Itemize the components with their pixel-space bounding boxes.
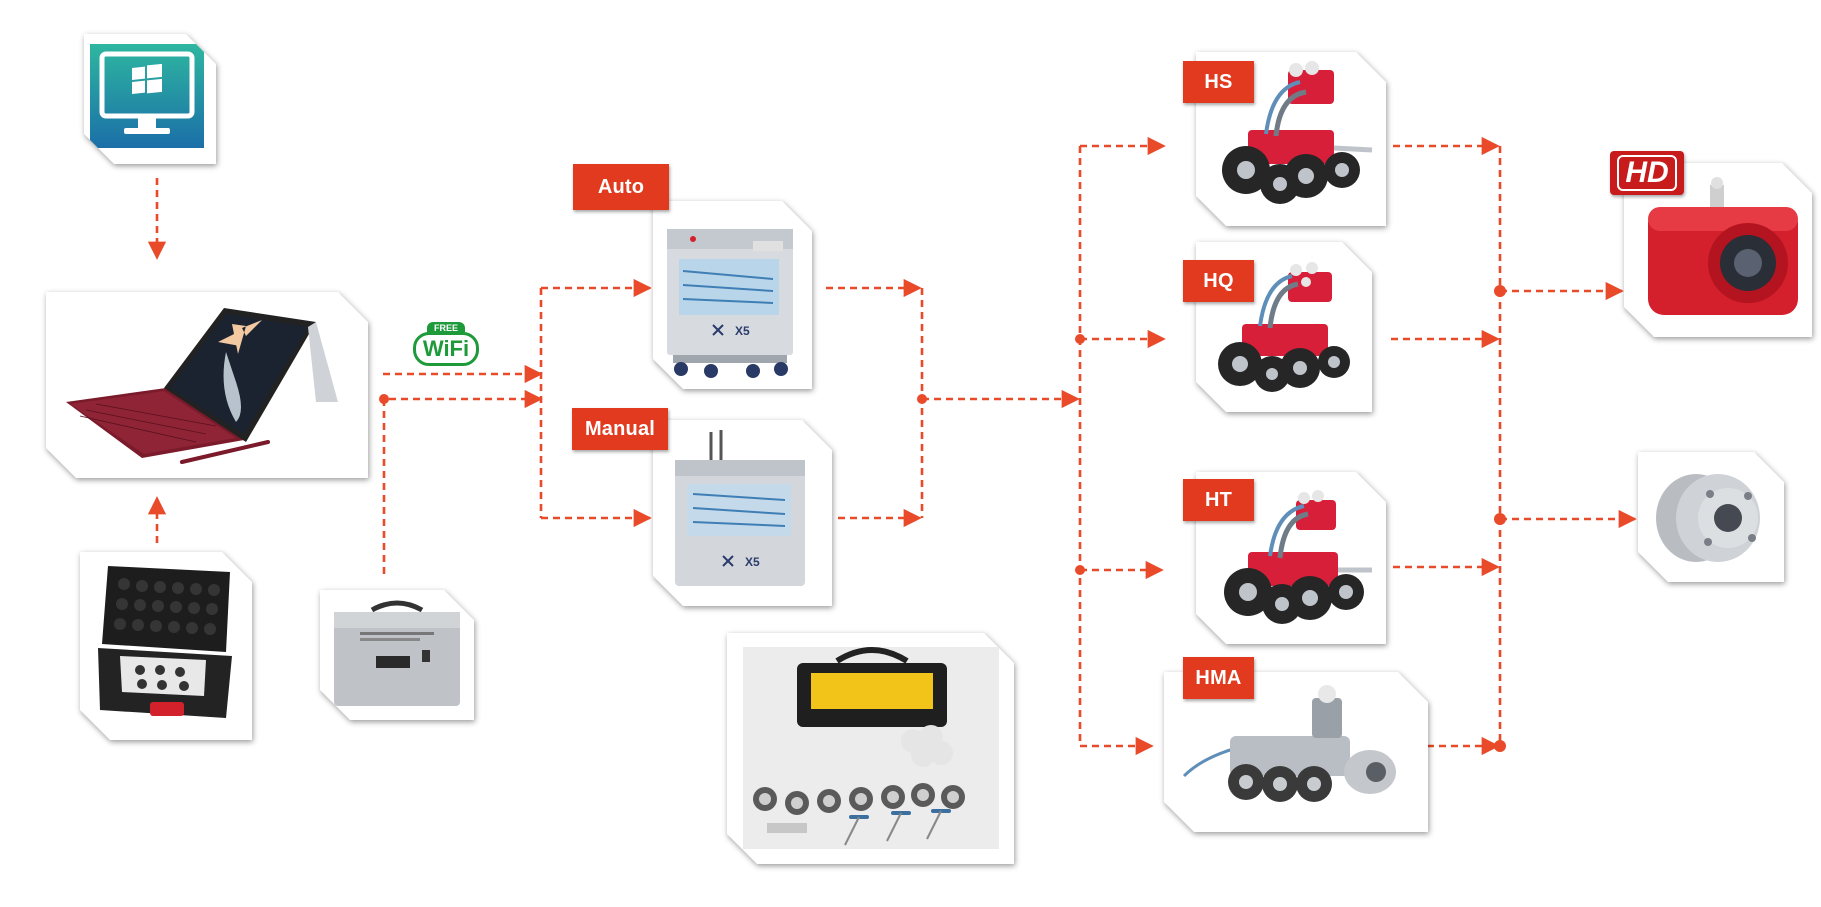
hd-camera-card bbox=[1624, 163, 1812, 337]
wifi-logo: FREE WiFi bbox=[413, 322, 479, 366]
monitor-windows-icon bbox=[84, 34, 216, 164]
battery-card bbox=[320, 590, 474, 720]
tablet-pc-icon bbox=[46, 292, 368, 478]
hs-tag: HS bbox=[1183, 61, 1254, 103]
auto-tag: Auto bbox=[573, 164, 669, 210]
hs-crawler-card bbox=[1196, 52, 1386, 226]
auto-reel-card: X5 bbox=[653, 201, 812, 389]
tablet-card bbox=[46, 292, 368, 478]
svg-text:X5: X5 bbox=[745, 555, 760, 569]
tool-kit-card bbox=[727, 633, 1014, 864]
ht-tag: HT bbox=[1183, 479, 1254, 521]
svg-text:X5: X5 bbox=[735, 324, 750, 338]
hd-label: HD bbox=[1617, 155, 1677, 191]
pipe-crawler-robot-icon bbox=[1164, 672, 1428, 832]
pipe-crawler-robot-icon bbox=[1196, 242, 1372, 412]
battery-box-icon bbox=[320, 590, 474, 720]
desktop-monitor-card bbox=[84, 34, 216, 164]
pipe-crawler-robot-icon bbox=[1196, 472, 1386, 644]
manual-tag: Manual bbox=[572, 408, 668, 450]
wifi-free-label: FREE bbox=[427, 322, 465, 334]
tool-kit-icon bbox=[727, 633, 1014, 864]
pipe-crawler-robot-icon bbox=[1196, 52, 1386, 226]
camera-card bbox=[1638, 452, 1784, 582]
controller-card bbox=[80, 552, 252, 740]
manual-reel-card: X5 bbox=[653, 420, 832, 606]
hq-tag: HQ bbox=[1183, 260, 1254, 302]
hma-tag: HMA bbox=[1183, 657, 1254, 699]
manual-cable-reel-icon: X5 bbox=[653, 420, 832, 606]
hd-badge: HD bbox=[1610, 151, 1684, 195]
hd-camera-head-icon bbox=[1624, 163, 1812, 337]
camera-head-icon bbox=[1638, 452, 1784, 582]
auto-cable-reel-icon: X5 bbox=[653, 201, 812, 389]
remote-controller-case-icon bbox=[80, 552, 252, 740]
wifi-label: WiFi bbox=[413, 332, 479, 366]
